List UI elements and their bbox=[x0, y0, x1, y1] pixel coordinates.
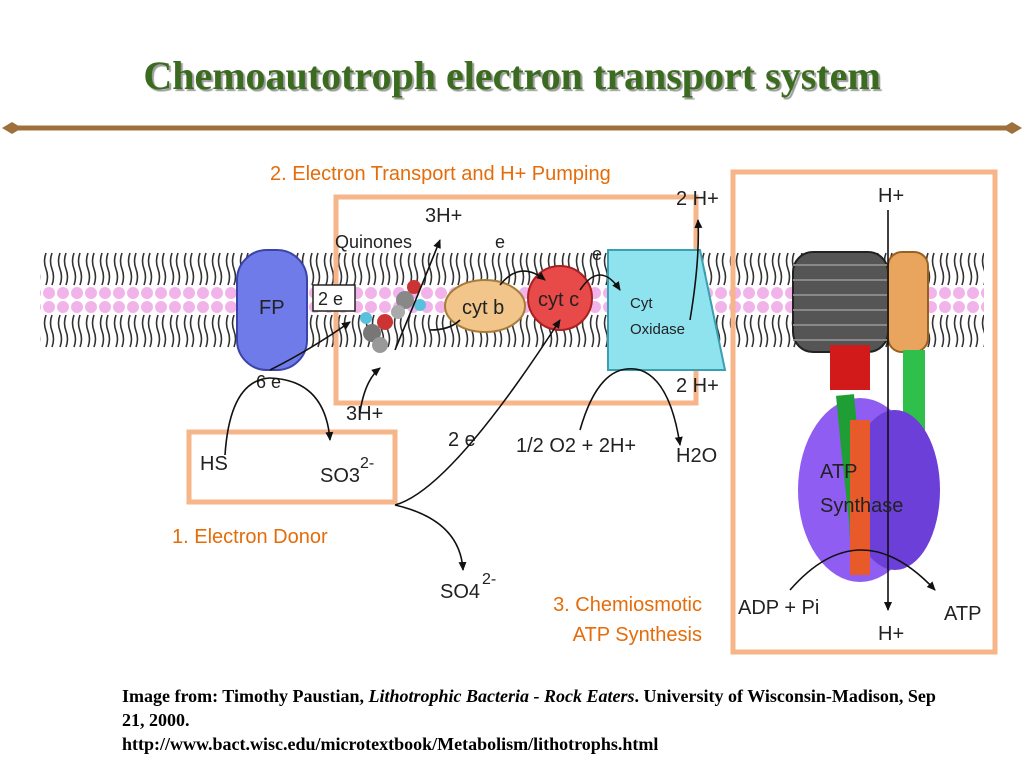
oxygen-equation-label: 1/2 O2 + 2H+ bbox=[516, 435, 636, 457]
so3-label: SO3 bbox=[320, 465, 360, 487]
fp-label: FP bbox=[259, 297, 285, 319]
cyt-b-protein bbox=[444, 279, 526, 333]
quinone-molecules bbox=[360, 280, 426, 353]
caption-prefix: Image from: Timothy Paustian, bbox=[122, 686, 369, 706]
two-electron-label: 2 e bbox=[318, 289, 343, 309]
electron-label-2: e bbox=[592, 244, 602, 264]
two-h-top-label: 2 H+ bbox=[676, 188, 719, 210]
electron-transport-section-label: 2. Electron Transport and H+ Pumping bbox=[270, 163, 611, 185]
three-h-top-label: 3H+ bbox=[425, 205, 462, 227]
h-plus-top-label: H+ bbox=[878, 185, 904, 207]
h-plus-bottom-label: H+ bbox=[878, 623, 904, 645]
caption-suffix: . University of Wisconsin-Madison, Sep 2… bbox=[122, 686, 936, 730]
chemiosmotic-section-label-1: 3. Chemiosmotic bbox=[553, 594, 702, 616]
two-h-bottom-label: 2 H+ bbox=[676, 375, 719, 397]
fp-protein bbox=[236, 249, 308, 371]
atp-synthase-label-2: Synthase bbox=[820, 495, 903, 517]
electron-label-1: e bbox=[495, 232, 505, 252]
image-credit-caption: Image from: Timothy Paustian, Lithotroph… bbox=[122, 684, 942, 756]
atp-synthesis-box bbox=[730, 169, 998, 655]
cyt-c-label: cyt c bbox=[538, 289, 579, 311]
so3-charge-label: 2- bbox=[360, 455, 374, 472]
cyt-c-protein bbox=[527, 265, 593, 331]
six-electron-label: 6 e bbox=[256, 372, 281, 392]
title-divider bbox=[2, 122, 1022, 134]
three-h-bottom-label: 3H+ bbox=[346, 403, 383, 425]
slide-title: Chemoautotroph electron transport system bbox=[143, 53, 881, 98]
adp-label: ADP + Pi bbox=[738, 597, 819, 619]
electron-donor-section-label: 1. Electron Donor bbox=[172, 526, 328, 548]
quinones-label: Quinones bbox=[335, 232, 412, 252]
two-electron-box bbox=[312, 284, 356, 312]
cyt-oxidase-label-2: Oxidase bbox=[630, 321, 685, 338]
water-label: H2O bbox=[676, 445, 717, 467]
two-electron-lower-label: 2 e bbox=[448, 429, 476, 451]
atp-label: ATP bbox=[944, 603, 981, 625]
chemiosmotic-section-label-2: ATP Synthesis bbox=[573, 624, 702, 646]
reaction-arrows bbox=[224, 219, 703, 571]
atp-synthase-label-1: ATP bbox=[820, 461, 857, 483]
cyt-b-label: cyt b bbox=[462, 297, 504, 319]
caption-source-title: Lithotrophic Bacteria - Rock Eaters bbox=[368, 686, 635, 706]
so4-charge-label: 2- bbox=[482, 571, 496, 588]
caption-url[interactable]: http://www.bact.wisc.edu/microtextbook/M… bbox=[122, 734, 659, 754]
so4-label: SO4 bbox=[440, 581, 480, 603]
cyt-oxidase-label-1: Cyt bbox=[630, 295, 653, 312]
electron-donor-box bbox=[186, 429, 398, 505]
atp-synthase-complex bbox=[789, 210, 940, 611]
hs-label: HS bbox=[200, 453, 228, 475]
